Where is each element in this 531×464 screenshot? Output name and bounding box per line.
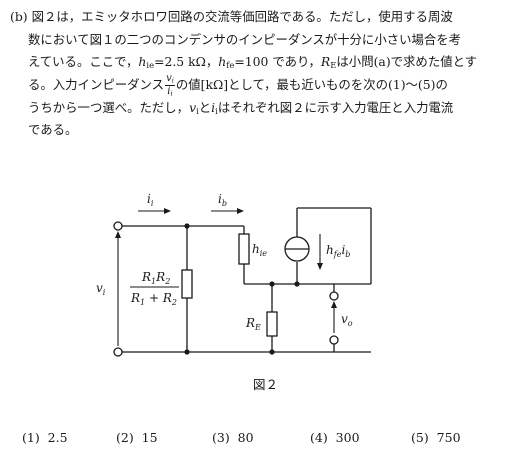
hfe-ib-label: hfeib: [326, 243, 350, 259]
question-text-5a: うちから一つ選べ。ただし，: [28, 99, 190, 115]
ib-arrow-head: [237, 208, 244, 214]
fraction-numerator: v: [166, 72, 172, 84]
choice-2: (2) 15: [116, 430, 158, 445]
hie-resistor: [238, 233, 250, 265]
vo-label: vo: [341, 312, 353, 328]
question-line-1: (b) 図２は，エミッタホロワ回路の交流等価回路である。ただし，使用する周波: [10, 6, 522, 29]
hie-label: hie: [252, 242, 267, 258]
fraction-denominator: i: [167, 85, 171, 97]
choice-2-value: 15: [141, 430, 158, 445]
question-line-6: である。: [10, 119, 522, 142]
question-text-4a: る。入力インピーダンス: [28, 76, 165, 92]
question-text: (b) 図２は，エミッタホロワ回路の交流等価回路である。ただし，使用する周波 数…: [10, 6, 522, 142]
re-label: RE: [245, 316, 261, 332]
question-text-5b: はそれぞれ図２に示す入力電圧と入力電流: [217, 99, 454, 115]
question-text-3b: は小問(a)で求めた値とす: [336, 54, 478, 70]
re-resistor: [266, 311, 278, 337]
hfe-value: =100 であり，: [234, 54, 321, 70]
choice-5-number: (5): [411, 430, 429, 445]
junction-dot-re-bottom: [269, 349, 275, 355]
re-symbol: R: [320, 54, 331, 70]
choice-4-number: (4): [310, 430, 328, 445]
question-text-3a: えている。ここで，: [28, 54, 139, 70]
hfe-ib-arrow-head: [317, 263, 323, 270]
fraction-numerator-subscript: i: [171, 76, 174, 85]
ii-symbol: i: [211, 99, 216, 115]
choice-4-value: 300: [335, 430, 360, 445]
choice-1: (1) 2.5: [22, 430, 68, 445]
question-text-6: である。: [28, 122, 78, 138]
choice-4: (4) 300: [310, 430, 360, 445]
vi-symbol: v: [189, 99, 197, 115]
choice-3: (3) 80: [212, 430, 254, 445]
choice-3-value: 80: [237, 430, 254, 445]
re-subscript: E: [330, 60, 337, 71]
choice-1-number: (1): [22, 430, 40, 445]
choice-1-value: 2.5: [47, 430, 68, 445]
vo-arrow-head: [331, 301, 337, 308]
choice-5-value: 750: [436, 430, 461, 445]
hie-value: =2.5 kΩ，: [154, 54, 219, 70]
hfe-subscript: fe: [226, 60, 235, 71]
hie-subscript: ie: [146, 60, 155, 71]
input-terminal-bottom: [113, 347, 123, 357]
ii-subscript: i: [215, 105, 218, 116]
output-terminal-top: [329, 291, 339, 301]
question-line-5: うちから一つ選べ。ただし，viとiiはそれぞれ図２に示す入力電圧と入力電流: [10, 97, 522, 120]
choice-2-number: (2): [116, 430, 134, 445]
ii-label: ii: [147, 192, 154, 208]
choice-3-number: (3): [212, 430, 230, 445]
junction-dot-emitter: [269, 281, 275, 287]
junction-dot-top: [184, 223, 190, 229]
figure-caption: 図２: [252, 377, 278, 392]
parallel-fraction-denominator: R1 + R2: [130, 291, 177, 307]
junction-dot-bias-bottom: [184, 349, 190, 355]
question-text-2: 数において図１の二つのコンデンサのインピーダンスが十分に小さい場合を考: [28, 31, 462, 47]
vi-arrow-head: [115, 231, 121, 238]
question-text-1: 図２は，エミッタホロワ回路の交流等価回路である。ただし，使用する周波: [31, 9, 453, 24]
ii-arrow-head: [164, 208, 171, 214]
vi-label: vi: [96, 281, 106, 297]
hie-symbol: h: [138, 54, 147, 70]
question-text-4b: の値[kΩ]として，最も近いものを次の(1)～(5)の: [175, 76, 448, 92]
hfe-symbol: h: [218, 54, 227, 70]
question-label: (b): [10, 9, 28, 24]
question-line-3: えている。ここで，hie=2.5 kΩ，hfe=100 であり，REは小問(a)…: [10, 51, 522, 74]
question-text-5-to: と: [198, 99, 212, 115]
vi-subscript: i: [196, 105, 199, 116]
parallel-fraction-numerator: R1R2: [141, 270, 170, 286]
ib-label: ib: [218, 192, 227, 208]
question-line-2: 数において図１の二つのコンデンサのインピーダンスが十分に小さい場合を考: [10, 29, 522, 52]
junction-dot-source: [294, 281, 300, 287]
output-terminal-bottom: [329, 335, 339, 345]
input-terminal-top: [113, 221, 123, 231]
answer-choices: (1) 2.5 (2) 15 (3) 80 (4) 300 (5) 750: [0, 430, 531, 450]
choice-5: (5) 750: [411, 430, 461, 445]
bias-resistor: [181, 269, 193, 299]
fraction-denominator-subscript: i: [170, 89, 173, 98]
